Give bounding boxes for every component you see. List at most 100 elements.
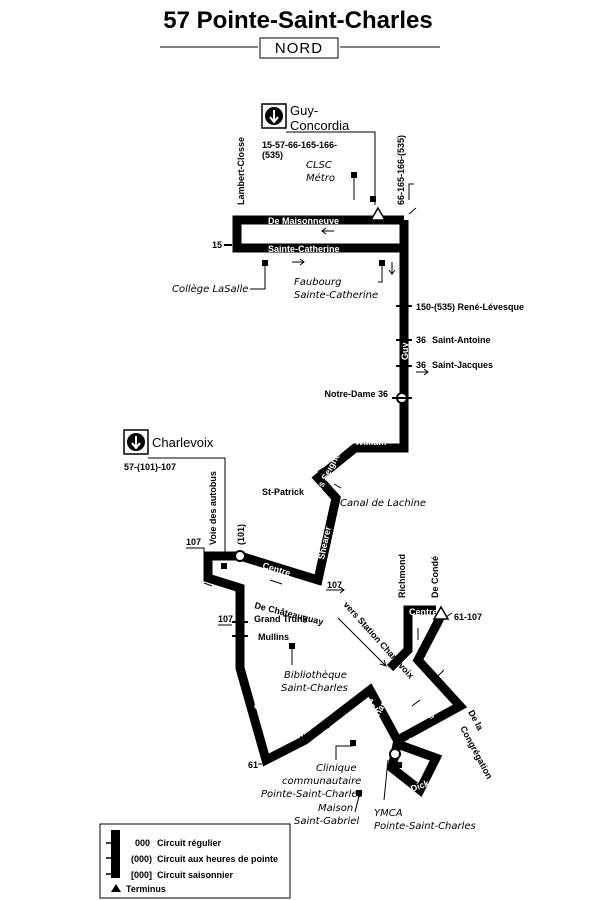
- direction-box: [259, 37, 339, 59]
- street-lambert-closse: Lambert-Closse: [236, 137, 246, 205]
- street-voie-des-autobus: Voie des autobus: [208, 471, 218, 545]
- arrow-icon: [203, 582, 213, 587]
- legend-peak: Circuit aux heures de pointe: [157, 854, 278, 864]
- legend-box: [99, 823, 291, 899]
- poi-clsc-line1: CLSC: [306, 160, 332, 171]
- terminus-triangle-icon: [432, 605, 450, 620]
- metro-charlevoix[interactable]: Charlevoix 57-(101)-107: [123, 429, 214, 472]
- poi-square-icon: [351, 172, 357, 178]
- arrow-icon: [333, 483, 342, 489]
- poi-clinique-line2: communautaire: [282, 776, 361, 787]
- legend-regular: Circuit régulier: [157, 838, 222, 848]
- maison-pointer: [354, 795, 360, 813]
- arrow-icon: [433, 669, 445, 681]
- metro-icon-arrow: [131, 436, 141, 450]
- connection-15: 15: [212, 240, 222, 250]
- terminus-triangle-icon: [111, 884, 121, 892]
- connection-107-grand-trunk: 107: [218, 614, 233, 624]
- direction-label: NORD: [275, 40, 323, 57]
- poi-canal: Canal de Lachine: [340, 498, 426, 509]
- legend-regular-code: 000: [135, 838, 150, 848]
- connection-101: (101): [236, 524, 246, 545]
- metro-name-line1: Guy-: [290, 103, 318, 118]
- poi-square-icon: [262, 260, 268, 266]
- street-william: William: [355, 437, 386, 447]
- legend-peak-code: (000): [131, 854, 152, 864]
- street-saint-antoine: Saint-Antoine: [432, 335, 491, 345]
- route-title: 57 Pointe-Saint-Charles: [163, 7, 432, 34]
- street-de-maisonneuve: De Maisonneuve: [268, 216, 339, 226]
- clinique-pointer: [335, 745, 353, 760]
- arrow-icon: [388, 262, 396, 275]
- poi-square-icon: [396, 762, 402, 768]
- poi-square-icon: [370, 196, 376, 202]
- arrow-icon: [416, 368, 429, 376]
- arrow-icon: [269, 579, 283, 585]
- stop-circle-icon: [389, 748, 401, 760]
- arrow-icon: [292, 258, 305, 266]
- poi-clinique-line3: Pointe-Saint-Charles: [261, 789, 363, 800]
- arrow-icon: [326, 586, 345, 594]
- poi-square-icon: [379, 260, 385, 266]
- connection-61-107: 61-107: [454, 612, 482, 622]
- metro-name-charlevoix: Charlevoix: [152, 435, 214, 450]
- legend: 000 Circuit régulier (000) Circuit aux h…: [99, 823, 291, 899]
- poi-ymca-line1: YMCA: [374, 808, 403, 819]
- poi-biblio-line2: Saint-Charles: [281, 683, 348, 694]
- arrow-icon: [445, 612, 453, 618]
- route-line-downtown-loop: [232, 215, 404, 253]
- connection-107-centre: 107: [327, 580, 342, 590]
- metro-guy-concordia[interactable]: Guy- Concordia 15-57-66-165-166- (535): [261, 103, 350, 160]
- street-de-la-congregation-2: Congrégation: [458, 724, 494, 780]
- street-richmond: Richmond: [397, 554, 407, 598]
- connection-66-165-166: 66-165-166-(535): [396, 135, 406, 205]
- metro-charlevoix-connections: 57-(101)-107: [124, 462, 176, 472]
- connection-107-left: 107: [186, 537, 201, 547]
- poi-square-icon: [289, 643, 295, 649]
- street-charlevoix: Charlevoix: [252, 663, 270, 710]
- street-grand-trunk: Grand Trunk: [254, 614, 309, 624]
- poi-square-icon: [356, 790, 362, 796]
- street-centre-2: Centre: [409, 607, 438, 617]
- charlevoix-pointer: [148, 457, 226, 560]
- arrow-icon: [408, 183, 414, 200]
- poi-clsc-line2: Métro: [306, 172, 335, 184]
- metro-connections-line2: (535): [262, 150, 283, 160]
- street-sainte-catherine: Sainte-Catherine: [268, 244, 340, 254]
- street-mullins: Mullins: [258, 632, 289, 642]
- legend-bar: [111, 830, 120, 878]
- arrow-icon: [337, 617, 387, 667]
- poi-square-icon: [221, 563, 227, 569]
- metro-icon-arrow: [269, 110, 279, 124]
- ymca-pointer: [383, 759, 389, 801]
- poi-square-icon: [350, 740, 356, 746]
- connection-36b: 36: [416, 360, 426, 370]
- street-wellington: Wellington: [299, 711, 343, 744]
- arrow-icon: [186, 547, 205, 556]
- street-de-conde: De Condé: [430, 556, 440, 598]
- poi-faubourg-line2: Sainte-Catherine: [294, 290, 378, 301]
- arrow-icon: [408, 207, 417, 215]
- faubourg-pointer: [378, 266, 383, 283]
- connection-61: 61: [248, 760, 258, 770]
- legend-seasonal: Circuit saisonnier: [157, 870, 234, 880]
- arrow-icon: [321, 227, 334, 235]
- connection-150-rene-levesque: 150-(535) René-Lévesque: [416, 302, 524, 312]
- poi-biblio-line1: Bibliothèque: [284, 669, 347, 681]
- poi-maison-line1: Maison: [318, 803, 353, 814]
- metro-name-line2: Concordia: [290, 118, 350, 133]
- poi-ymca-line2: Pointe-Saint-Charles: [374, 821, 476, 832]
- street-saint-jacques: Saint-Jacques: [432, 360, 493, 370]
- poi-college: Collège LaSalle: [172, 283, 248, 295]
- route-line-south-loop: [386, 605, 436, 672]
- college-pointer: [250, 266, 266, 290]
- street-guy: Guy: [400, 342, 410, 360]
- poi-maison-line2: Saint-Gabriel: [294, 816, 359, 827]
- arrow-icon: [411, 699, 421, 707]
- terminus-triangle-icon: [369, 206, 387, 221]
- guy-concordia-pointer: [286, 131, 376, 205]
- stop-circle-icon: [234, 550, 246, 562]
- connection-notre-dame: Notre-Dame 36: [324, 389, 388, 399]
- legend-seasonal-code: [000]: [131, 870, 152, 880]
